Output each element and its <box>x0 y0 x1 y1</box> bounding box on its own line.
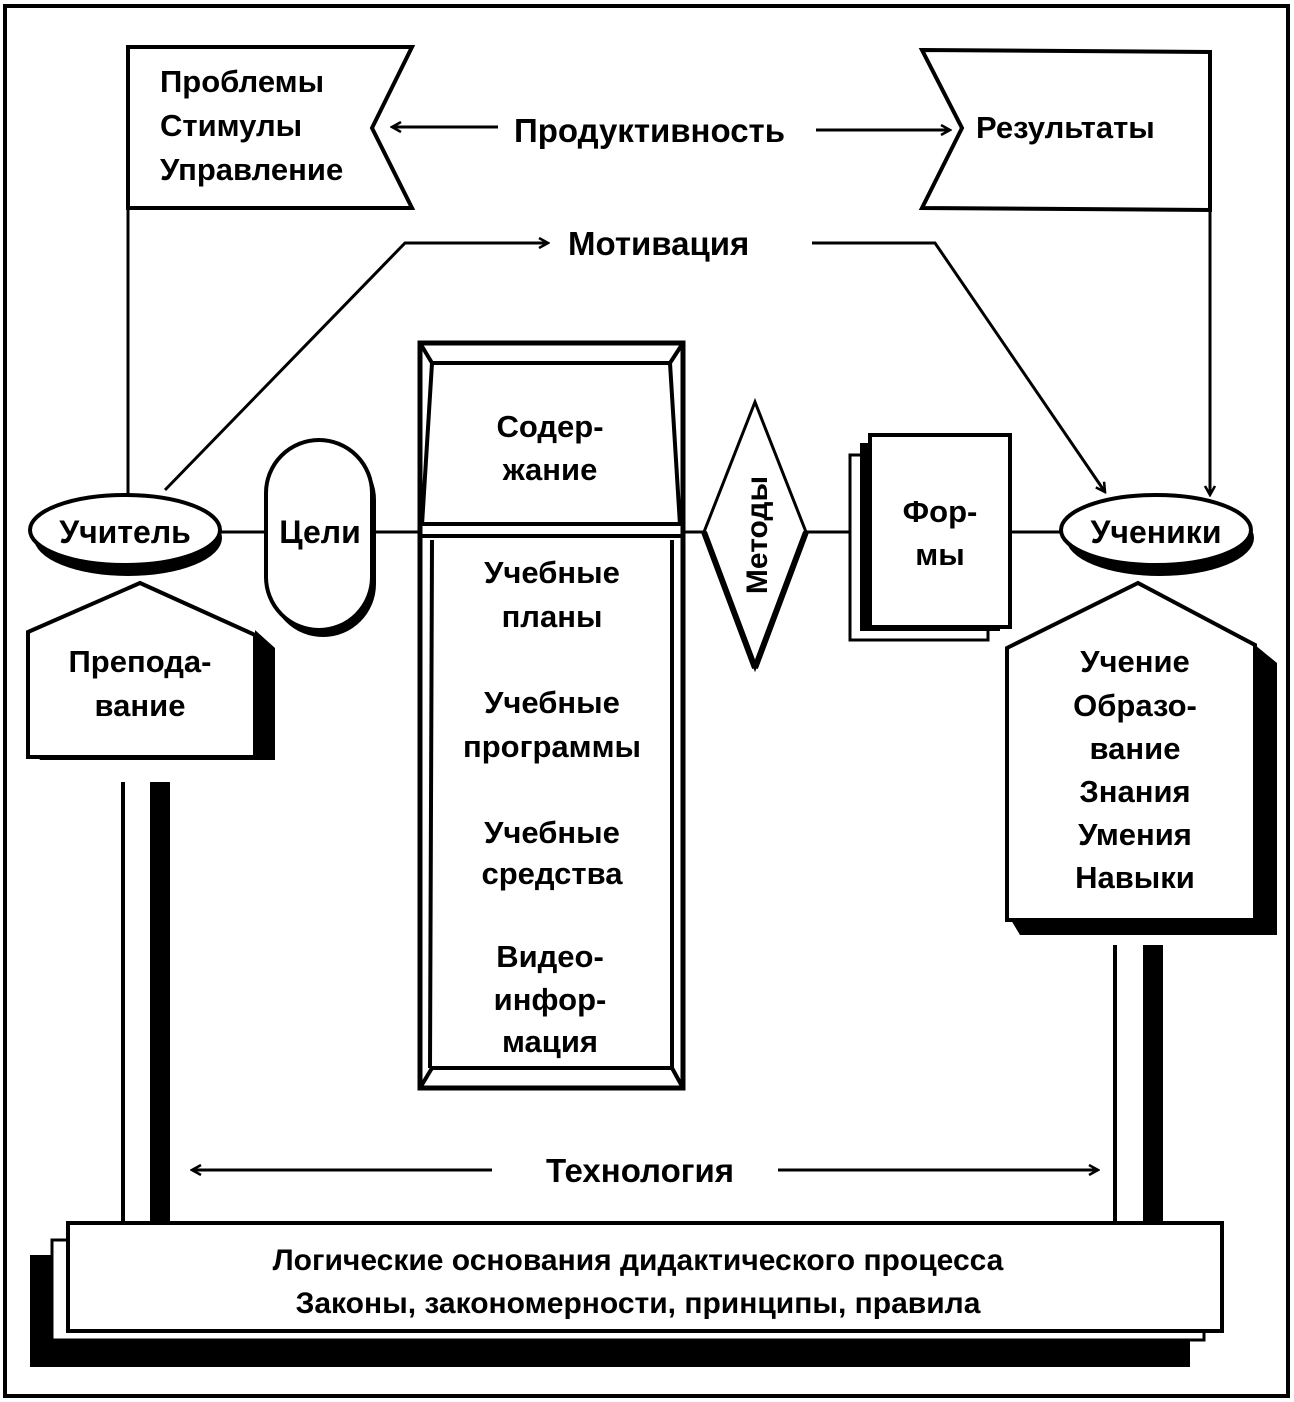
teacher-label: Учитель <box>59 514 191 550</box>
content-item-2-line-2: программы <box>463 729 641 764</box>
methods-label: Методы <box>741 476 774 594</box>
results-box <box>918 47 1212 213</box>
students-label: Ученики <box>1091 514 1222 550</box>
learning-box-line-3: вание <box>1090 731 1181 766</box>
forms-label-line-2: мы <box>915 537 964 572</box>
content-column-frame <box>417 340 686 1091</box>
learning-box-line-6: Навыки <box>1075 860 1195 895</box>
content-item-4-line-1: Видео- <box>496 939 604 974</box>
content-header-line-2: жание <box>502 452 598 487</box>
foundation-line-2: Законы, закономерности, принципы, правил… <box>296 1287 981 1320</box>
foundation-plate-front <box>66 1221 1224 1333</box>
right-pillar-thick <box>1143 945 1163 1225</box>
productivity-label: Продуктивность <box>514 112 785 149</box>
foundation-line-1: Логические основания дидактического проц… <box>273 1244 1004 1277</box>
content-item-1-line-1: Учебные <box>484 555 620 590</box>
methods-diamond-shadow <box>701 530 809 670</box>
students-ellipse <box>1059 493 1253 567</box>
content-item-3-line-1: Учебные <box>484 815 620 850</box>
goals-capsule <box>264 438 374 632</box>
content-column-bevel <box>418 341 685 1090</box>
goals-label: Цели <box>279 514 361 550</box>
problems-box-line-2: Стимулы <box>160 108 302 143</box>
forms-label-line-1: Фор- <box>903 494 978 529</box>
content-item-4-line-3: мация <box>502 1024 598 1059</box>
teaching-box <box>26 580 257 759</box>
learning-box-line-1: Учение <box>1080 644 1190 679</box>
learning-box-line-5: Умения <box>1078 817 1192 852</box>
content-header-line-1: Содер- <box>496 409 603 444</box>
outer-frame <box>3 4 1290 1398</box>
forms-card-front <box>868 433 1012 629</box>
content-item-2-line-1: Учебные <box>484 685 620 720</box>
content-item-4-line-2: инфор- <box>494 982 607 1017</box>
problems-box-line-3: Управление <box>160 152 343 187</box>
results-box-line-1: Результаты <box>976 110 1155 145</box>
problems-box-line-1: Проблемы <box>160 64 324 99</box>
left-pillar-thick <box>150 782 170 1225</box>
teaching-box-line-1: Препода- <box>69 644 212 679</box>
learning-box <box>1005 580 1257 922</box>
motivation-arrow <box>163 243 548 492</box>
learning-box-line-2: Образо- <box>1073 688 1197 723</box>
content-item-3-line-2: средства <box>482 856 624 891</box>
motivation-label: Мотивация <box>568 225 749 262</box>
teaching-box-line-2: вание <box>95 688 186 723</box>
technology-label: Технология <box>546 1152 734 1189</box>
problems-box <box>126 45 416 210</box>
teacher-ellipse <box>28 493 222 567</box>
learning-box-line-4: Знания <box>1079 774 1190 809</box>
motivation-to-students-arrow <box>812 241 1105 492</box>
content-item-1-line-2: планы <box>502 599 603 634</box>
